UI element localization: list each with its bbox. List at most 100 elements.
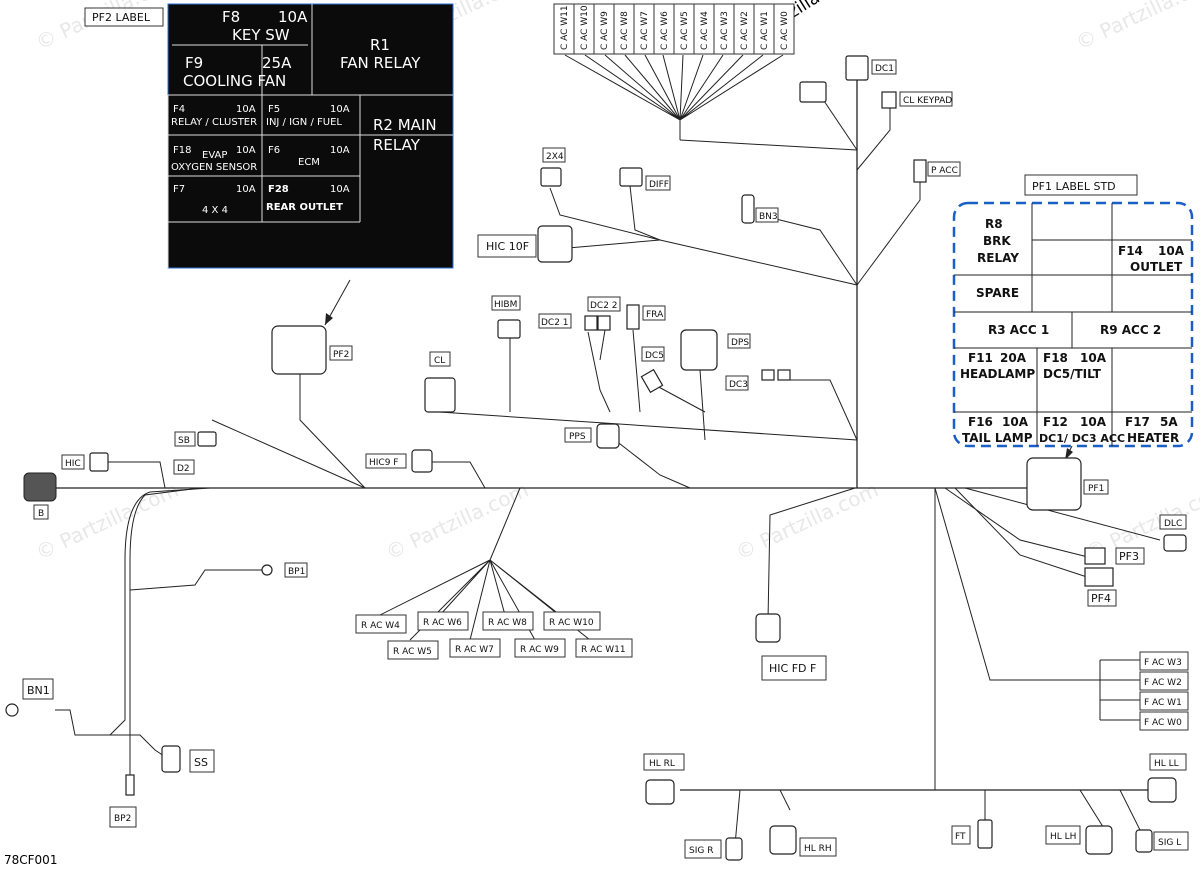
label-hibm: HIBM [494,300,517,310]
pf2-f7: F7 [173,184,185,195]
pf2-f28-name: REAR OUTLET [266,202,343,213]
harness-wires [55,54,1161,846]
pf2-f9: F9 [185,54,203,72]
pf2-f28: F28 [268,184,289,195]
hl-rl-connector [645,779,675,805]
p-acc-connector [913,159,927,183]
label-cl: CL [434,356,445,366]
label-r-ac-w7: R AC W7 [455,645,494,655]
pf1-r8-relay: RELAY [977,251,1019,265]
label-bp2: BP2 [114,814,131,824]
pf2-f6-amp: 10A [330,145,350,156]
label-hl-rl: HL RL [649,759,675,769]
pf2-connector [271,325,327,375]
label-hic9f: HIC9 F [369,458,398,468]
pf2-f6: F6 [268,145,280,156]
pf2-label-panel: PF2 LABEL F8 10A KEY SW R1 FAN RELAY F9 … [84,3,454,269]
arrow-head [325,313,333,325]
label-dc2-2: DC2 2 [590,301,618,311]
pf1-connector [1026,457,1082,511]
pf2-f5-amp: 10A [330,104,350,115]
pf1-f11-name: HEADLAMP [960,367,1035,381]
top-label-text: C AC W11 [560,5,570,50]
top-label-text: C AC W1 [760,11,770,50]
label-d2: D2 [177,464,190,474]
pf1-f16: F16 [968,415,993,429]
cl-keypad-connector [881,91,897,109]
label-r-ac-w11: R AC W11 [581,645,626,655]
pf2-f9-amp: 25A [262,54,292,72]
label-f-ac-w2: F AC W2 [1144,678,1182,688]
bn1-ring-terminal [5,703,19,717]
pf2-f5-name: INJ / IGN / FUEL [266,117,342,128]
pf1-f11-amp: 20A [1000,351,1027,365]
pf2-f4-amp: 10A [236,104,256,115]
label-sig-r: SIG R [689,846,713,856]
pf2-f4-name: RELAY / CLUSTER [171,117,257,128]
fra-connector [626,304,640,330]
dps-connector [680,329,718,371]
pf2-f8-name: KEY SW [232,26,290,44]
watermark: © Partzilla.com [1072,0,1200,55]
hl-lh-connector [1085,825,1113,855]
label-hic: HIC [65,459,81,469]
label-dps: DPS [731,338,749,348]
label-hic-fd-f: HIC FD F [769,662,816,675]
label-dc3: DC3 [729,380,748,390]
pf1-f14-amp: 10A [1158,244,1185,258]
pf1-f12-name: DC1/ DC3 ACC [1039,432,1125,445]
pf1-title: PF1 LABEL STD [1032,180,1116,193]
dc2-2-connector [597,315,611,331]
pf2-f5: F5 [268,104,280,115]
arrow-head [1065,448,1073,460]
label-p-acc: P ACC [931,166,958,176]
top-label-text: C AC W8 [620,11,630,50]
label-hic10f: HIC 10F [486,240,529,253]
pf3-connector [1084,547,1106,565]
label-hl-ll: HL LL [1154,759,1179,769]
label-diff: DIFF [649,180,669,190]
top-label-text: C AC W6 [660,11,670,50]
pf1-f18: F18 [1043,351,1068,365]
top-label-text: C AC W2 [740,11,750,50]
pf1-f16-name: TAIL LAMP [962,431,1033,445]
label-pf4: PF4 [1091,592,1111,605]
label-bp1: BP1 [288,567,305,577]
pf2-r2-name: RELAY [373,136,421,154]
pf2-f18-name: OXYGEN SENSOR [171,162,257,173]
top-label-text: C AC W10 [580,5,590,50]
label-pf2: PF2 [333,350,349,360]
top-label-text: C AC W9 [600,11,610,50]
label-bn3: BN3 [759,212,778,222]
pf1-r8: R8 [985,217,1003,231]
label-dc1: DC1 [875,64,894,74]
top-label-text: C AC W3 [720,11,730,50]
pf2-r1-name: FAN RELAY [340,54,421,72]
label-f-ac-w3: F AC W3 [1144,658,1182,668]
pf1-f11: F11 [968,351,993,365]
label-f-ac-w0: F AC W0 [1144,718,1182,728]
hic10f-connector [537,225,573,263]
pf1-f17-amp: 5A [1160,415,1178,429]
hic-fd-f-connector [755,613,781,643]
label-dc2-1: DC2 1 [541,318,569,328]
dc2-1-connector [584,315,598,331]
label-dlc: DLC [1164,519,1182,529]
connectors [5,55,1187,861]
label-fra: FRA [646,310,664,320]
pf1-f18-name: DC5/TILT [1043,367,1102,381]
label-b: B [38,509,44,519]
pf1-f18-amp: 10A [1080,351,1107,365]
pf1-r9: R9 ACC 2 [1100,323,1161,337]
label-ft: FT [955,832,966,842]
component-labels: DC1 CL KEYPAD P ACC 2X4 DIFF BN3 HIC 10F… [22,59,1189,859]
label-hl-rh: HL RH [804,844,832,854]
pf2-f18-evap: EVAP [202,150,227,161]
pf2-f6-name: ECM [298,157,320,168]
hl-rh-connector [769,825,797,855]
bp1-ring-terminal [261,564,273,576]
top-label-text: C AC W0 [780,11,790,50]
sig-l-connector [1135,829,1153,853]
dlc-connector [1163,534,1187,552]
